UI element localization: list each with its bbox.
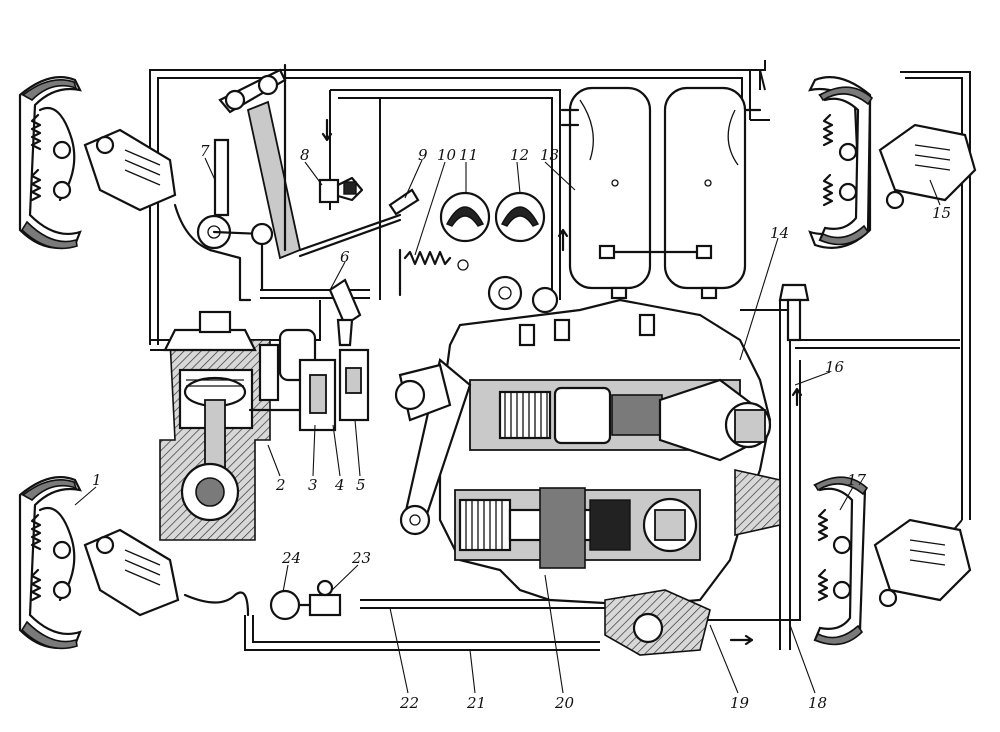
label-6: 6 — [340, 248, 350, 266]
label-4: 4 — [334, 476, 345, 494]
label-20: 20 — [554, 694, 575, 712]
label-22: 22 — [399, 694, 419, 712]
label-14: 14 — [770, 224, 789, 242]
label-21: 21 — [466, 694, 486, 712]
label-18: 18 — [808, 694, 827, 712]
label-13: 13 — [540, 146, 559, 164]
pedal-linkage — [196, 63, 469, 347]
label-11: 11 — [459, 146, 478, 164]
label-16: 16 — [825, 358, 845, 376]
part-labels: 1 2 3 4 5 6 7 8 9 10 11 12 13 14 15 16 1… — [92, 142, 951, 712]
label-23: 23 — [351, 549, 371, 567]
label-2: 2 — [275, 476, 286, 494]
label-5: 5 — [356, 476, 366, 494]
label-15: 15 — [932, 204, 951, 222]
label-19: 19 — [730, 694, 750, 712]
brake-valve-body — [394, 275, 810, 656]
label-10: 10 — [437, 146, 457, 164]
label-leaders — [74, 157, 941, 694]
pressure-gauges — [439, 191, 546, 243]
compressor — [159, 310, 370, 541]
label-3: 3 — [308, 476, 318, 494]
label-7: 7 — [200, 142, 210, 160]
label-12: 12 — [510, 146, 529, 164]
label-24: 24 — [281, 549, 301, 567]
air-receivers — [560, 86, 762, 300]
wheel-brake-upper-right — [808, 76, 977, 249]
label-17: 17 — [847, 471, 867, 489]
label-8: 8 — [300, 146, 310, 164]
label-1: 1 — [92, 471, 102, 489]
flow-arrows — [321, 118, 803, 646]
label-9: 9 — [418, 146, 428, 164]
wheel-brake-upper-left — [18, 76, 177, 250]
drain-cock — [269, 579, 342, 621]
wheel-brake-lower-left — [18, 476, 180, 650]
wheel-brake-lower-right — [813, 476, 972, 646]
